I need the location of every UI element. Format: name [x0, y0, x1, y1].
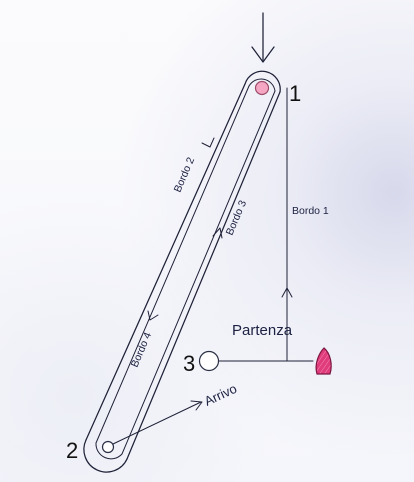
- inner-leg-3-path: [121, 90, 276, 455]
- point-1-label: 1: [289, 81, 301, 106]
- mark-3-icon: [198, 350, 220, 372]
- point-3-label: 3: [183, 351, 195, 376]
- mark-1-icon: [254, 80, 270, 96]
- leg-1-arrow-icon: [281, 287, 293, 298]
- finish-arrow-icon: [190, 400, 203, 411]
- top-inner-rounding-path: [248, 78, 276, 92]
- start-boat-icon: [315, 347, 332, 375]
- bottom-rounding-path: [83, 439, 128, 473]
- finish-label: Arrivo: [202, 381, 239, 409]
- wind-arrow-icon: [251, 12, 275, 63]
- leg-3-arrow-icon: [212, 227, 223, 239]
- leg-2-arrow-icon: [201, 137, 215, 148]
- leg-2-label: Bordo 2: [172, 155, 197, 194]
- finish-line: [112, 401, 202, 445]
- inner-leg-2-path: [95, 85, 250, 444]
- outer-leg-2-path: [85, 83, 246, 441]
- mark-2-icon: [101, 440, 115, 454]
- outer-leg-3-path: [126, 91, 281, 460]
- top-rounding-path: [244, 70, 281, 93]
- leg-4-arrow-icon: [147, 310, 159, 321]
- point-2-label: 2: [66, 438, 78, 463]
- start-label: Partenza: [232, 322, 293, 339]
- bottom-inner-rounding-path: [95, 442, 123, 460]
- leg-1-label: Bordo 1: [292, 205, 329, 217]
